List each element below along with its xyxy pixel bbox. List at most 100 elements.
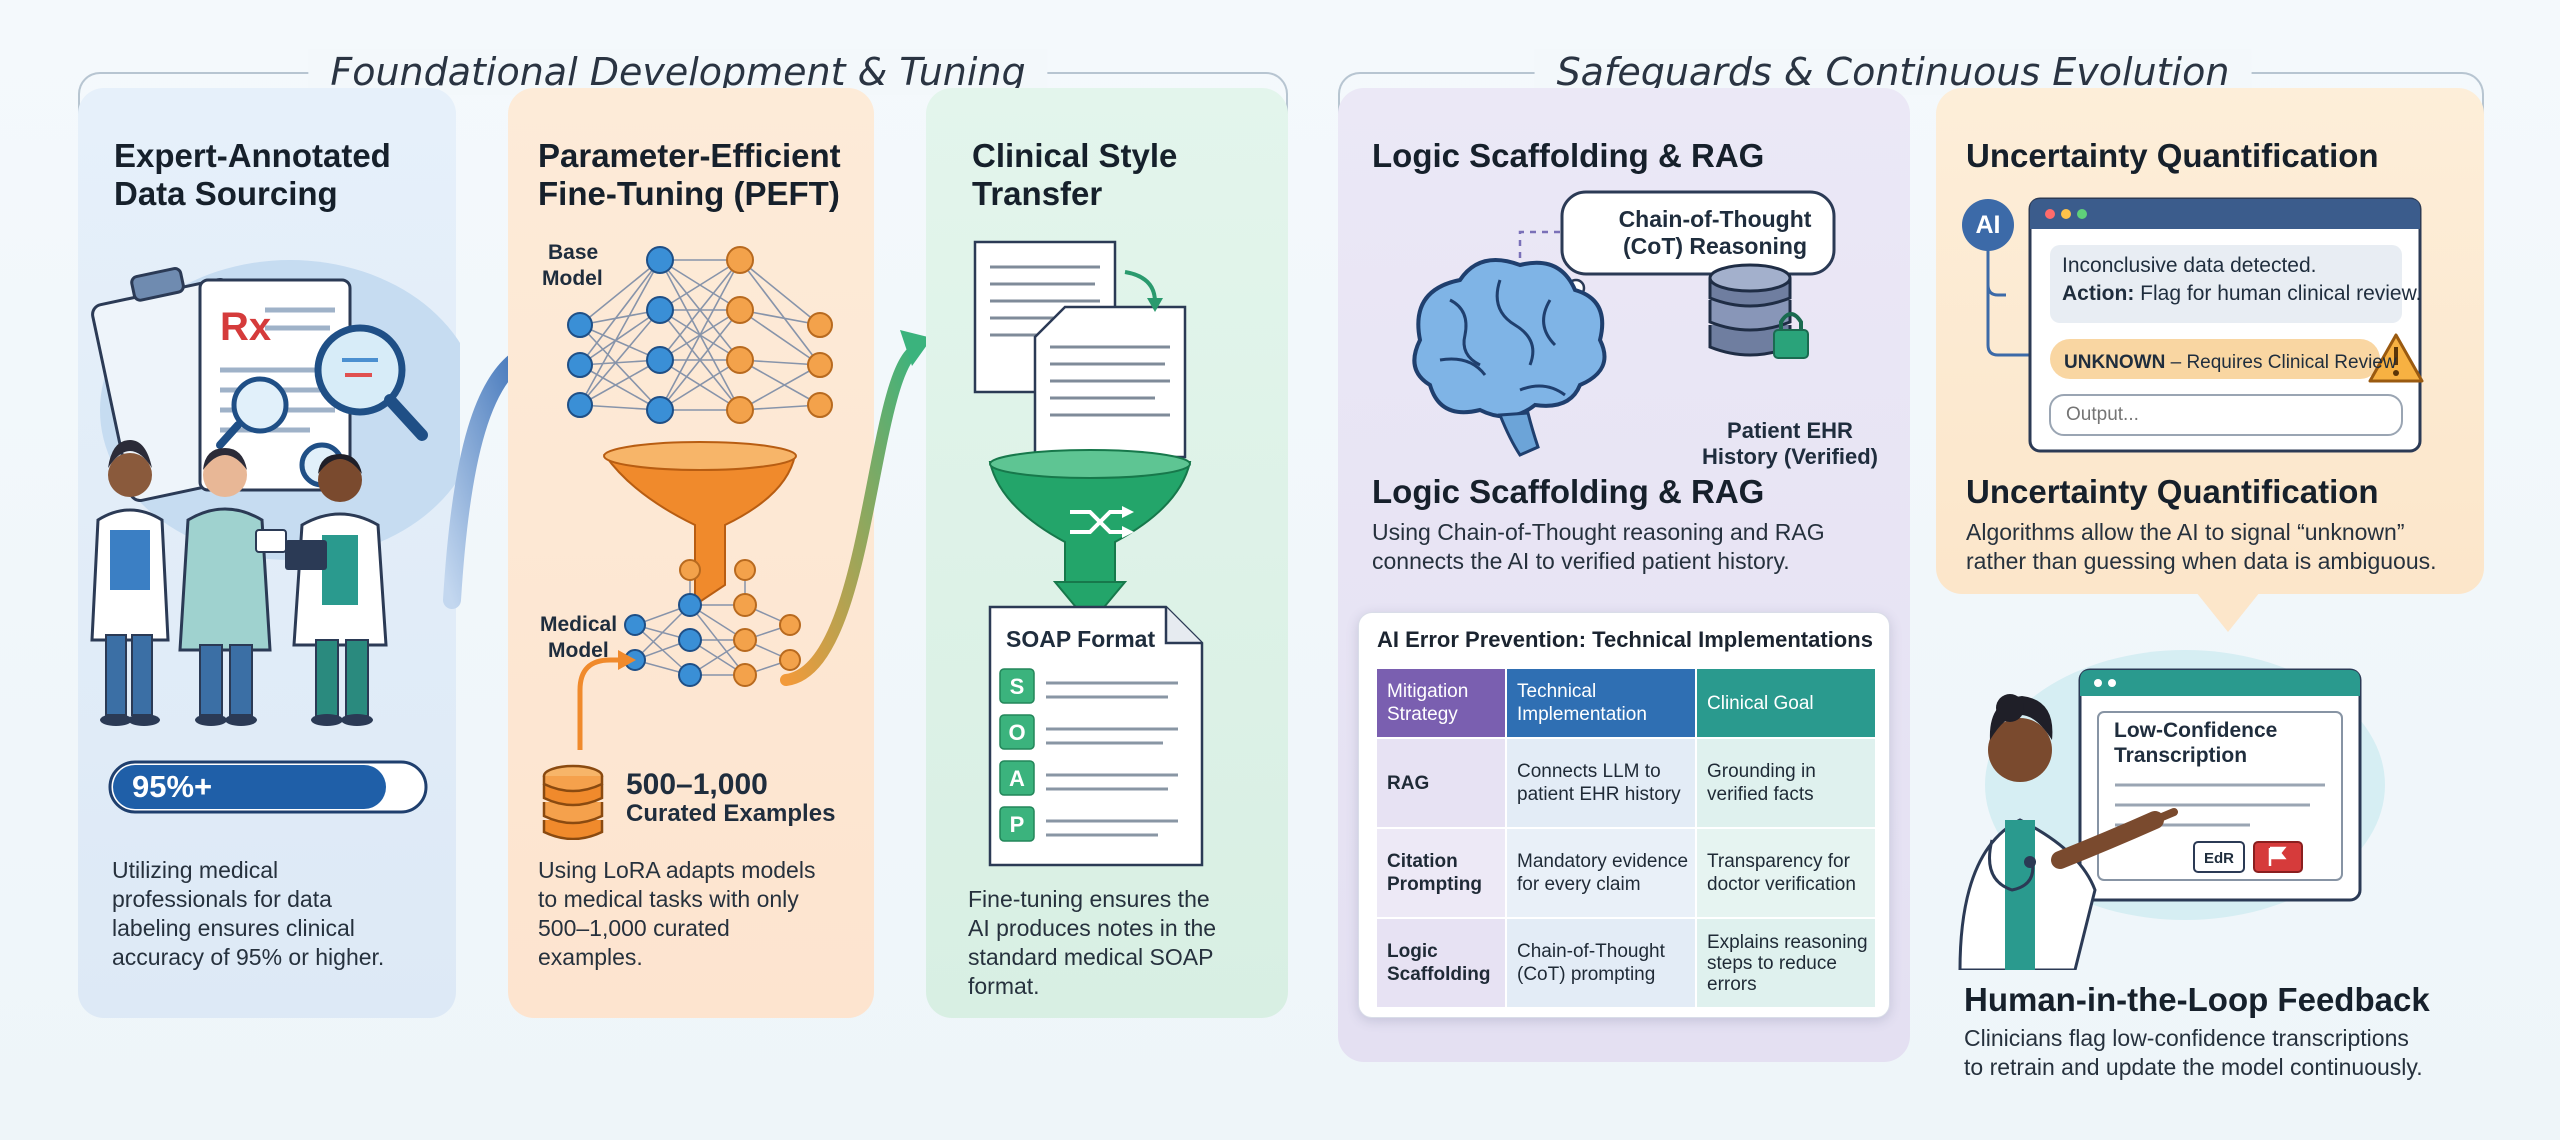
accuracy-badge-bar	[108, 760, 428, 814]
table-header-implementation-l1: Technical	[1517, 681, 1597, 702]
uncertainty-desc-line2: rather than guessing when data is ambigu…	[1966, 548, 2437, 574]
medical-model-label-1: Medical	[540, 613, 618, 636]
lock-icon	[1773, 312, 1809, 359]
row2-impl-l2: for every claim	[1517, 874, 1641, 895]
base-model-label-2: Model	[542, 267, 603, 290]
table-row1-impl: Connects LLM to patient EHR history	[1507, 739, 1695, 827]
flag-button[interactable]	[2254, 842, 2302, 872]
table-row3-goal: Explains reasoning steps to reduce error…	[1697, 919, 1875, 1007]
row1-impl-l1: Connects LLM to	[1517, 761, 1661, 782]
uncertainty-title-top: Uncertainty Quantification	[1966, 137, 2379, 174]
ai-message-line1: Inconclusive data detected.	[2062, 254, 2317, 277]
table-header-goal: Clinical Goal	[1697, 669, 1875, 737]
ehr-label-2: History (Verified)	[1701, 444, 1879, 469]
table-header-strategy: Mitigation Strategy	[1377, 669, 1505, 737]
style-desc-line2: AI produces notes in the	[968, 915, 1217, 941]
examples-count: 500–1,000	[626, 768, 768, 801]
unknown-alert	[2050, 339, 2380, 379]
table-header-implementation: Technical Implementation	[1507, 669, 1695, 737]
ehr-label-1: Patient EHR	[1727, 418, 1853, 443]
peft-desc-line1: Using LoRA adapts models	[538, 857, 816, 883]
soap-title: SOAP Format	[1006, 626, 1156, 652]
database-icon	[542, 764, 604, 840]
expert-illustration: Rx	[90, 260, 460, 726]
hitl-desc-line1: Clinicians flag low-confidence transcrip…	[1964, 1025, 2409, 1051]
edit-button-shape	[2193, 841, 2245, 873]
cot-label-1: Chain-of-Thought	[1618, 206, 1812, 232]
table-header-implementation-l2: Implementation	[1517, 704, 1647, 725]
accuracy-fill	[113, 765, 386, 809]
edit-button[interactable]: EdR	[2204, 850, 2234, 867]
expert-desc-line3: labeling ensures clinical	[112, 915, 355, 941]
unknown-label: UNKNOWN	[2064, 352, 2166, 373]
ai-message-line2: Action: Flag for human clinical review.	[2062, 281, 2421, 307]
clinician-figure	[1958, 694, 2178, 970]
unknown-text: – Requires Clinical Review	[2170, 352, 2397, 373]
magnifier-icon	[314, 324, 428, 441]
table-row3-strategy: Logic Scaffolding	[1377, 919, 1505, 1007]
row3-impl-l2: (CoT) prompting	[1517, 964, 1656, 985]
peft-desc-line3: 500–1,000 curated	[538, 915, 730, 941]
doctor-middle-figure	[178, 448, 287, 726]
row3-goal-l3: errors	[1707, 973, 1757, 995]
table-row2-strategy: Citation Prompting	[1377, 829, 1505, 917]
expert-title-line2: Data Sourcing	[114, 175, 338, 212]
transcription-card	[2097, 711, 2343, 881]
message-box	[2050, 245, 2402, 323]
table-row1-goal: Grounding in verified facts	[1697, 739, 1875, 827]
uncertainty-title-mid: Uncertainty Quantification	[1966, 473, 2379, 510]
table-title: AI Error Prevention: Technical Implement…	[1377, 627, 1873, 652]
hitl-illustration	[1958, 650, 2385, 970]
soap-s-box	[999, 668, 1035, 704]
style-funnel	[988, 461, 1192, 583]
table-header-goal-l1: Clinical Goal	[1707, 692, 1814, 714]
logic-title-top: Logic Scaffolding & RAG	[1372, 137, 1765, 174]
soap-a-box	[999, 760, 1035, 796]
expert-desc-line1: Utilizing medical	[112, 857, 279, 883]
row3-goal-l2: steps to reduce	[1707, 952, 1837, 974]
action-text: Flag for human clinical review.	[2140, 282, 2422, 305]
row2-impl-l1: Mandatory evidence	[1517, 851, 1689, 872]
row2-strategy-l2: Prompting	[1387, 874, 1482, 895]
uncertainty-desc-line1: Algorithms allow the AI to signal “unkno…	[1966, 519, 2405, 545]
style-desc-line4: format.	[968, 973, 1040, 999]
soap-letter-p: P	[1010, 812, 1025, 837]
style-diagram	[973, 240, 1192, 626]
soap-p-box	[999, 806, 1035, 842]
ai-avatar	[1962, 199, 2014, 251]
peft-desc-line4: examples.	[538, 944, 643, 970]
soap-document: S O A P	[988, 605, 1204, 867]
hitl-desc-line2: to retrain and update the model continuo…	[1964, 1054, 2423, 1080]
logic-desc-line1: Using Chain-of-Thought reasoning and RAG	[1372, 519, 1825, 545]
expert-desc-line2: professionals for data	[112, 886, 332, 912]
row1-goal-l2: verified facts	[1707, 784, 1814, 805]
cot-label-2: (CoT) Reasoning	[1623, 233, 1807, 259]
soap-letter-a: A	[1009, 766, 1025, 791]
table-row3-impl: Chain-of-Thought (CoT) prompting	[1507, 919, 1695, 1007]
base-model-label-1: Base	[548, 241, 599, 264]
patient-ehr-database-icon	[1708, 263, 1792, 357]
row3-strategy-l2: Scaffolding	[1387, 964, 1491, 985]
soap-letter-s: S	[1010, 674, 1025, 699]
row1-strategy-text: RAG	[1387, 772, 1430, 794]
magnifier-small-icon	[216, 376, 289, 449]
table-row1-strategy: RAG	[1377, 739, 1505, 827]
left-group-title: Foundational Development & Tuning	[308, 49, 1048, 95]
output-input[interactable]	[2054, 398, 2400, 432]
brain-icon	[1412, 258, 1607, 457]
table-header-strategy-l2: Strategy	[1387, 704, 1458, 725]
peft-diagram	[567, 246, 833, 750]
hitl-screen-title-2: Transcription	[2114, 744, 2248, 767]
accuracy-badge-text: 95%+	[132, 769, 213, 804]
table-row2-goal: Transparency for doctor verification	[1697, 829, 1875, 917]
row3-strategy-l1: Logic	[1387, 941, 1438, 962]
table-header-strategy-l1: Mitigation	[1387, 681, 1469, 702]
peft-desc-line2: to medical tasks with only	[538, 886, 799, 912]
hitl-title: Human-in-the-Loop Feedback	[1964, 981, 2430, 1018]
medical-model-label-2: Model	[548, 639, 609, 662]
style-title-line1: Clinical Style	[972, 137, 1178, 174]
flow-arrow-2	[780, 330, 932, 686]
peft-title-line1: Parameter-Efficient	[538, 137, 841, 174]
expert-desc-line4: accuracy of 95% or higher.	[112, 944, 385, 970]
error-prevention-table: AI Error Prevention: Technical Implement…	[1358, 612, 1890, 1018]
